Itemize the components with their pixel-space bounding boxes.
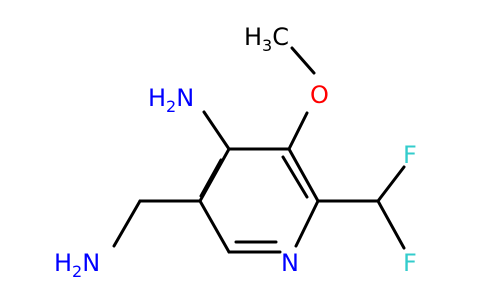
bond-c4-c5-inner [199, 158, 223, 198]
amino-top-h: H [148, 84, 166, 112]
bond-c3-o [287, 111, 309, 151]
bond-c4-nh2 [202, 110, 231, 151]
bond-chf2-f-top [376, 165, 406, 203]
oxygen-label: O [310, 81, 329, 109]
bond-n1-c2 [294, 199, 320, 248]
ring-nitrogen-label: N [281, 249, 299, 277]
amino-top-subscript: 2 [166, 97, 176, 116]
bond-ch2-nh2 [112, 199, 142, 248]
amino-side-subscript: 2 [72, 262, 82, 281]
methyl-c: C [272, 23, 289, 51]
bond-c5-c6 [198, 199, 231, 254]
amino-side-n: N [82, 249, 100, 277]
bond-c2-c3 [287, 147, 320, 203]
amino-top-n: N [176, 84, 194, 112]
methyl-h: H [244, 23, 262, 51]
methyl-subscript: 3 [262, 36, 272, 55]
amino-side-h: H [54, 249, 72, 277]
bond-c2-c3-inner [281, 155, 309, 199]
amino-top-label: H2N [148, 84, 194, 116]
bond-o-ch3 [290, 46, 316, 75]
methyl-label: H3C [244, 23, 289, 55]
bond-chf2-f-bottom [376, 199, 406, 250]
bond-c4-c5 [198, 147, 231, 203]
fluorine-top-label: F [403, 141, 417, 169]
amino-side-label: H2N [54, 249, 100, 281]
fluorine-bottom-label: F [403, 249, 417, 277]
